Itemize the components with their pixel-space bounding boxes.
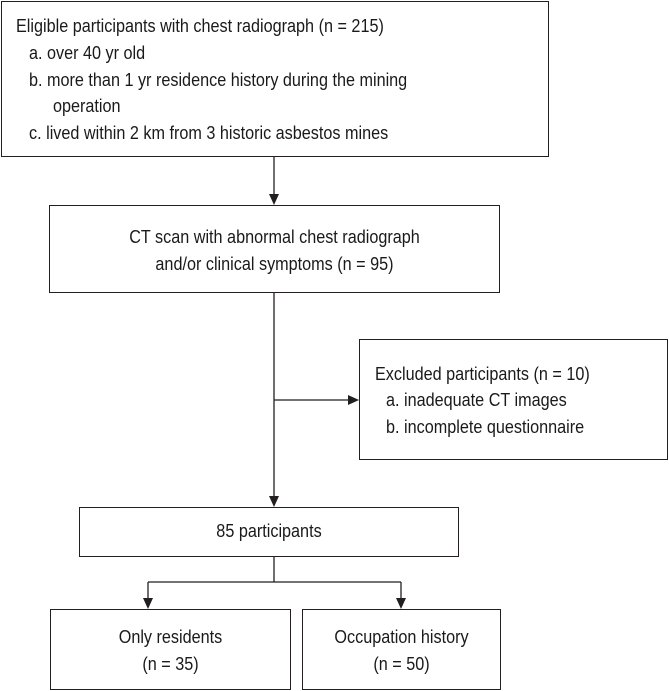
residents-line1: Only residents: [118, 627, 223, 647]
participants-label: 85 participants: [216, 521, 322, 541]
residents-line2: (n = 35): [142, 654, 199, 674]
occupation-box: [302, 609, 501, 690]
arrowhead-occupation: [396, 598, 406, 609]
participants-box: [79, 507, 459, 557]
occupation-line2: (n = 50): [373, 654, 430, 674]
arrowhead-ct: [269, 194, 279, 205]
excluded-reason-b: b. incomplete questionnaire: [386, 417, 585, 437]
ct-scan-line2: and/or clinical symptoms (n = 95): [155, 254, 394, 274]
eligible-criterion-b: b. more than 1 yr residence history duri…: [29, 70, 408, 90]
arrowhead-participants: [269, 496, 279, 507]
eligible-criterion-a: a. over 40 yr old: [29, 43, 146, 63]
eligible-box: [1, 1, 549, 157]
eligible-criterion-c: c. lived within 2 km from 3 historic asb…: [29, 123, 389, 143]
eligible-title: Eligible participants with chest radiogr…: [16, 16, 384, 36]
excluded-box: [359, 339, 668, 460]
eligible-criterion-b-cont: operation: [53, 96, 121, 116]
residents-box: [50, 609, 291, 690]
occupation-line1: Occupation history: [334, 627, 469, 647]
arrowhead-residents: [143, 598, 153, 609]
excluded-reason-a: a. inadequate CT images: [386, 390, 567, 410]
ct-scan-box: [49, 205, 500, 293]
arrowhead-excluded: [348, 395, 359, 405]
excluded-title: Excluded participants (n = 10): [375, 364, 590, 384]
ct-scan-line1: CT scan with abnormal chest radiograph: [129, 227, 420, 247]
